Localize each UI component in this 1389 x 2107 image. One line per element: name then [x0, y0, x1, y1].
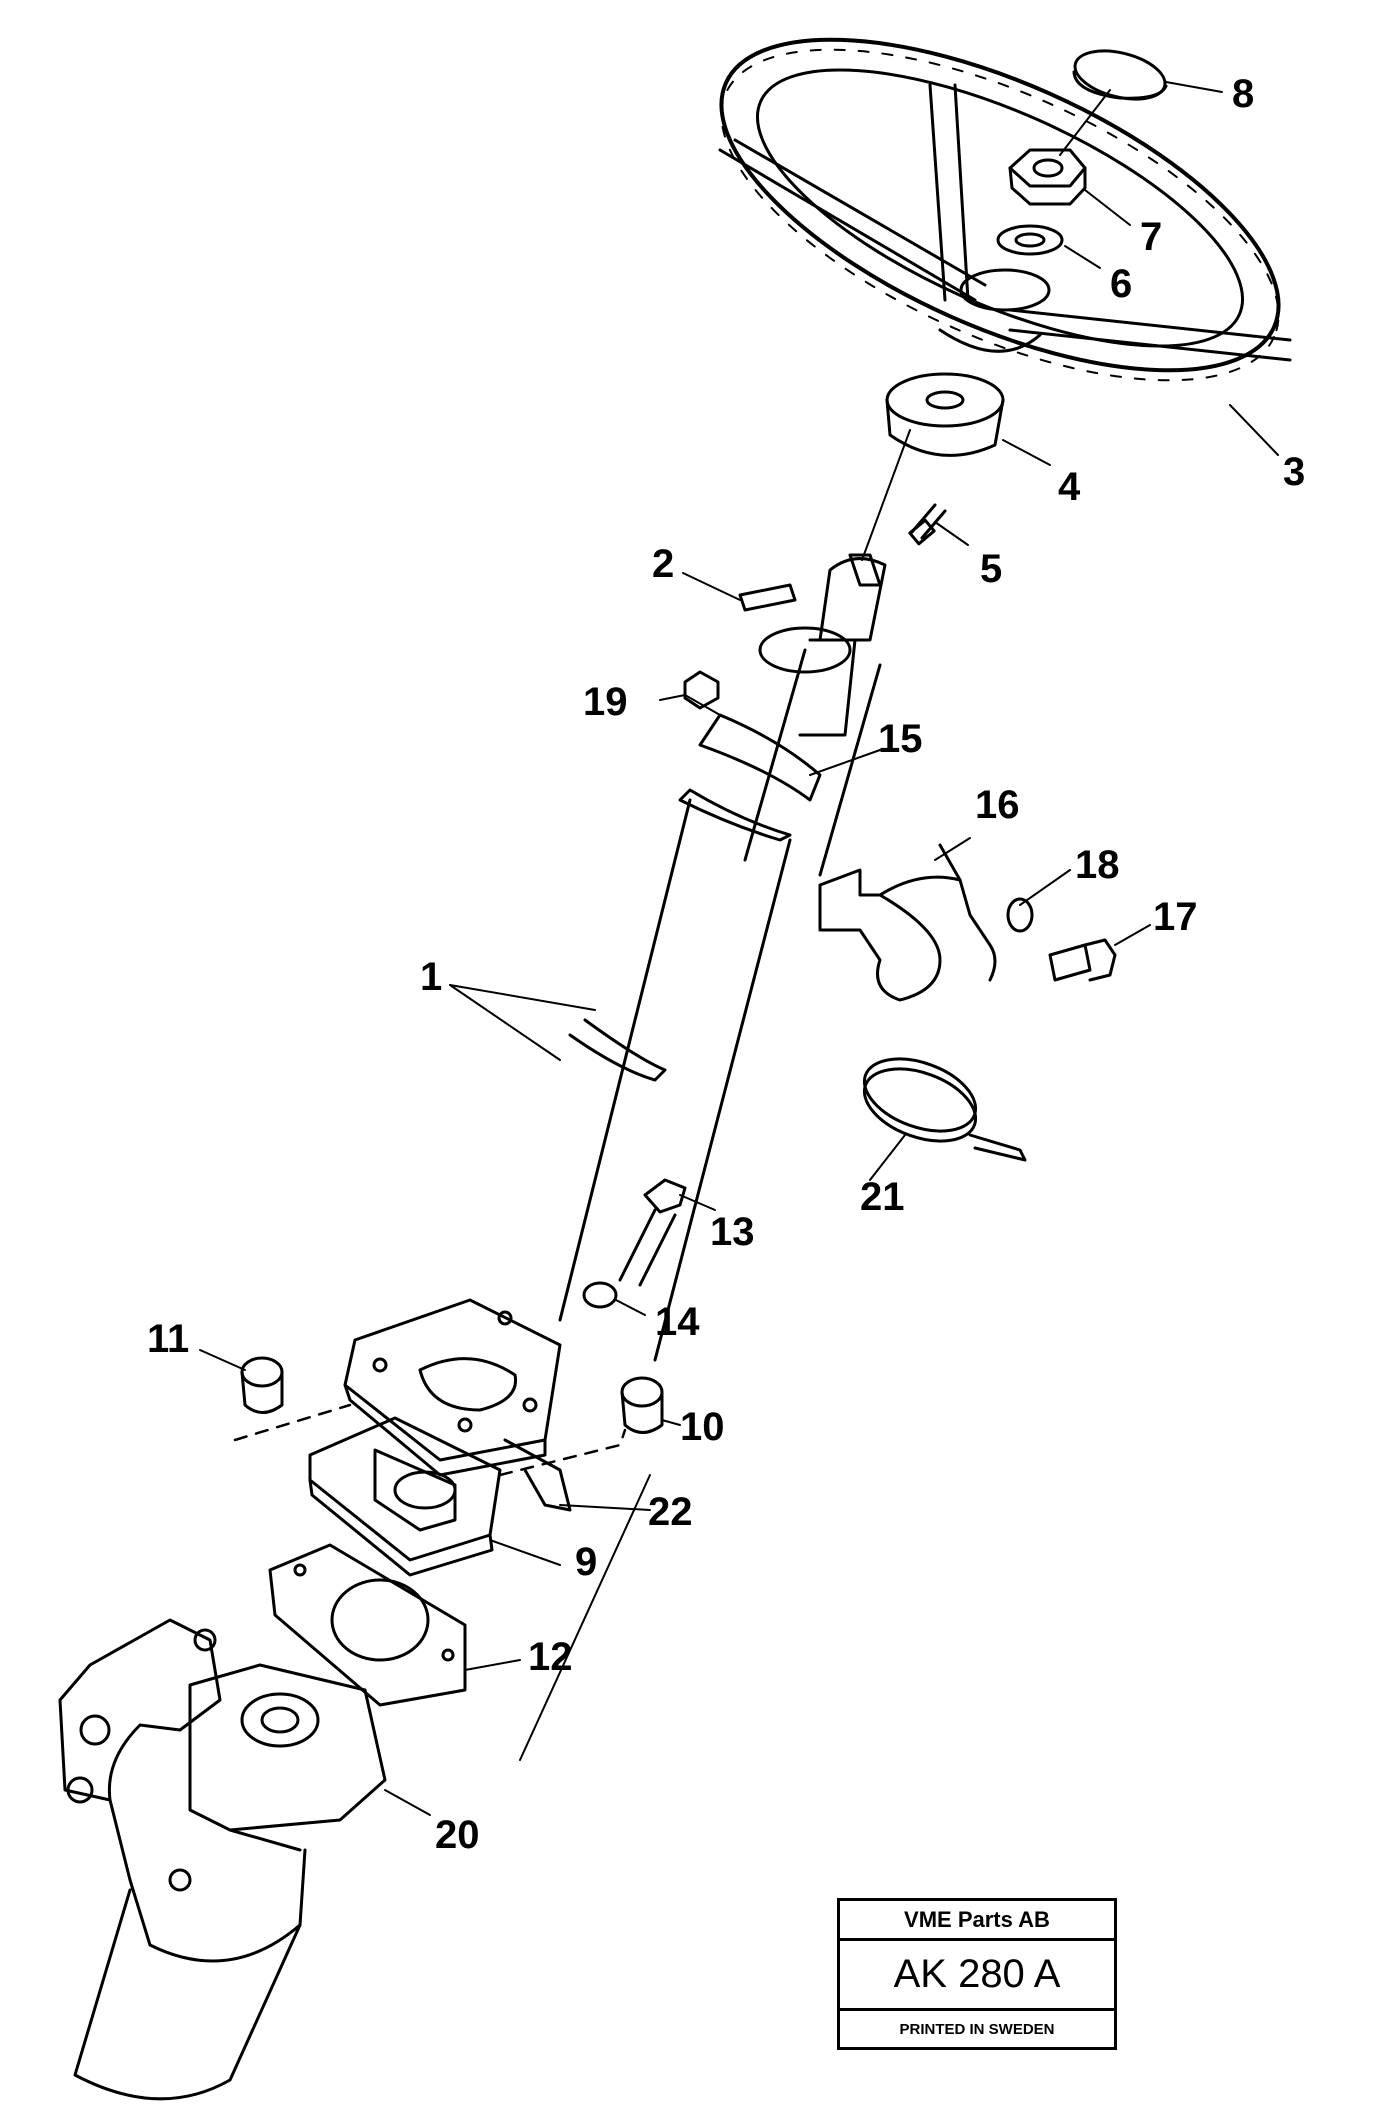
- leader-lines: [199, 81, 1279, 1816]
- adapter-plate: [308, 1416, 502, 1577]
- callout-7: 7: [1140, 215, 1162, 259]
- screw-5: [908, 503, 947, 546]
- pin-2: [738, 583, 797, 612]
- spacer-strip: [503, 1438, 572, 1512]
- mounting-bracket: [818, 843, 997, 1002]
- alignment-lines: [519, 89, 1111, 1761]
- callout-15: 15: [878, 717, 923, 761]
- callout-10: 10: [680, 1405, 725, 1449]
- bushing-11: [240, 1356, 284, 1414]
- hex-nut: [1008, 148, 1087, 206]
- callout-3: 3: [1283, 450, 1305, 494]
- callout-2: 2: [652, 542, 674, 586]
- washer-6-hole: [1014, 232, 1046, 248]
- callout-5: 5: [980, 547, 1002, 591]
- stamp-code: AK 280 A: [840, 1941, 1114, 2011]
- wheel-hub: [959, 268, 1051, 312]
- callout-8: 8: [1232, 72, 1254, 116]
- steering-valve: [58, 1618, 387, 2101]
- callout-19: 19: [583, 680, 628, 724]
- washer-14: [582, 1281, 618, 1309]
- bolt-17: [1048, 938, 1117, 982]
- washer-6: [996, 224, 1064, 256]
- center-cap: [1072, 49, 1168, 101]
- bolt-13: [618, 1178, 687, 1287]
- nut-19: [683, 670, 720, 710]
- callout-1: 1: [420, 955, 442, 999]
- hose-clamp: [862, 1057, 1027, 1162]
- stamp-printed: PRINTED IN SWEDEN: [899, 2020, 1055, 2038]
- callout-16: 16: [975, 783, 1020, 827]
- callout-20: 20: [435, 1813, 480, 1857]
- gasket: [268, 1543, 467, 1707]
- callout-12: 12: [528, 1635, 573, 1679]
- dashed-guide: [233, 1403, 627, 1477]
- callout-17: 17: [1153, 895, 1198, 939]
- callout-22: 22: [648, 1490, 693, 1534]
- callout-13: 13: [710, 1210, 755, 1254]
- bushing-10: [620, 1376, 664, 1434]
- stamp-company: VME Parts AB: [840, 1901, 1114, 1941]
- hub-adapter: [885, 372, 1005, 457]
- callout-18: 18: [1075, 843, 1120, 887]
- callout-21: 21: [860, 1175, 905, 1219]
- callout-4: 4: [1058, 465, 1081, 509]
- callout-6: 6: [1110, 262, 1132, 306]
- callout-9: 9: [575, 1540, 597, 1584]
- callout-14: 14: [655, 1300, 700, 1344]
- steering-wheel: [718, 37, 1292, 382]
- washer-18: [1006, 897, 1034, 933]
- title-stamp: VME Parts AB AK 280 A PRINTED IN SWEDEN: [837, 1898, 1117, 2050]
- callout-11: 11: [147, 1317, 189, 1361]
